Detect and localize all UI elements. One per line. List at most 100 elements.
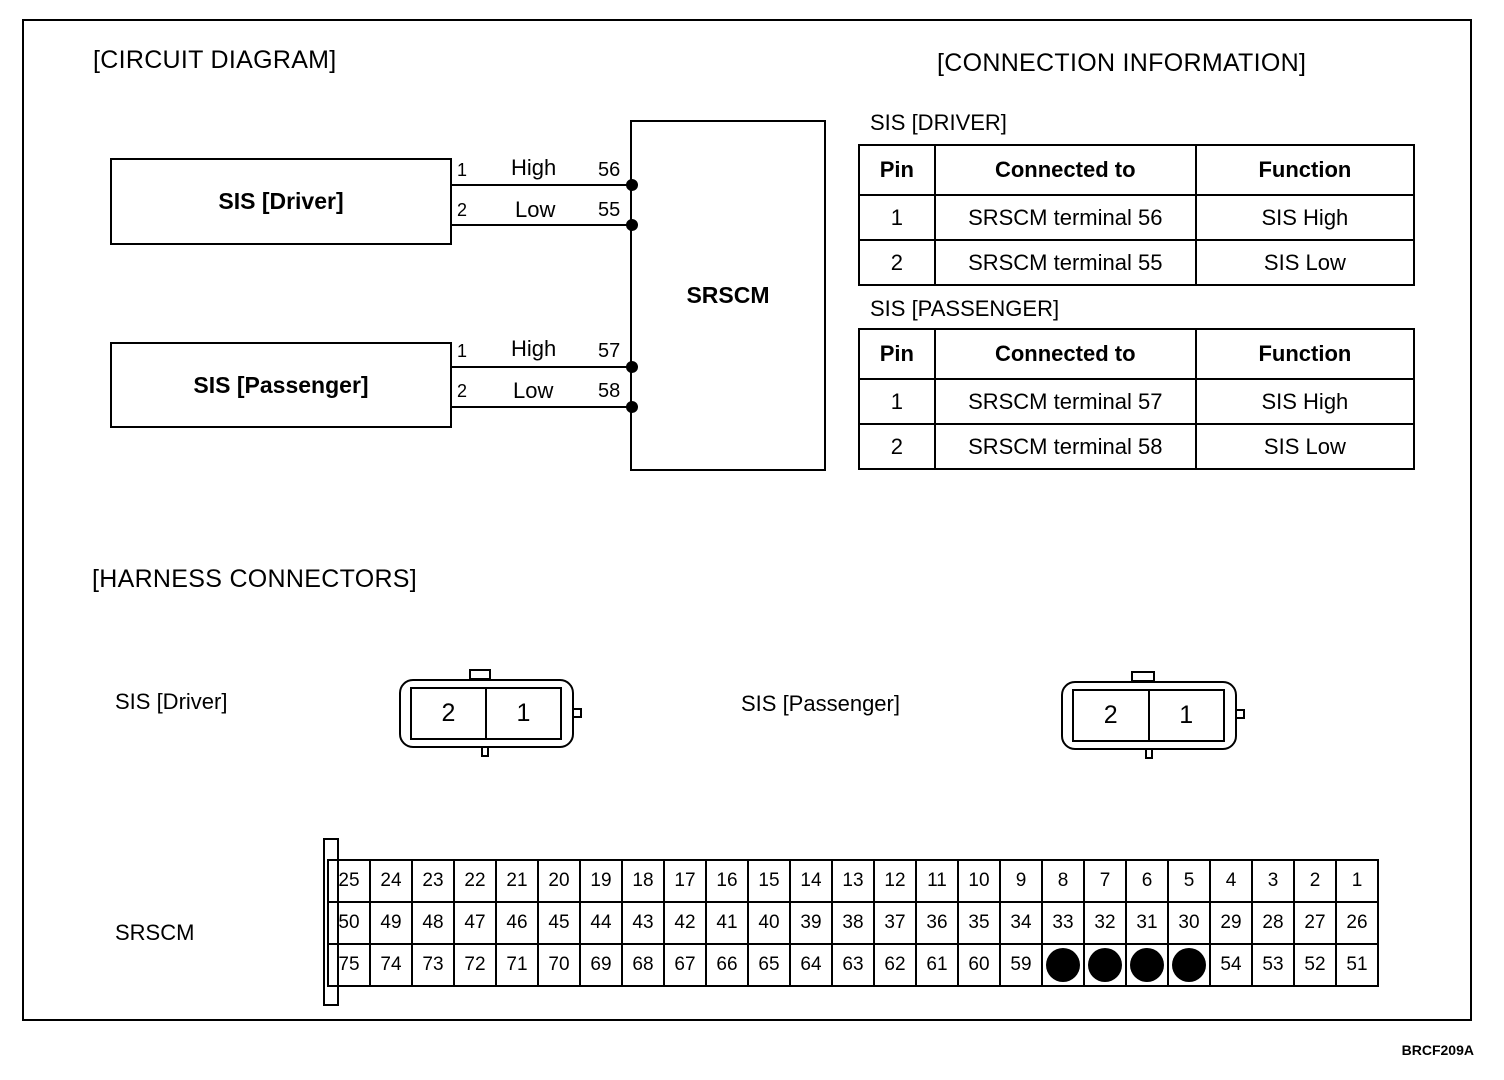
terminal-cell: 44 (579, 901, 623, 945)
plugged-terminal-dot (1088, 948, 1122, 982)
cell-pin: 1 (858, 194, 936, 241)
table-header-row: Pin Connected to Function (858, 328, 1416, 380)
sis-passenger-table: Pin Connected to Function 1 SRSCM termin… (858, 328, 1416, 470)
sis-driver-table-title: SIS [DRIVER] (870, 110, 1007, 135)
table-row: 2 SRSCM terminal 58 SIS Low (858, 423, 1416, 470)
sis-passenger-table-title: SIS [PASSENGER] (870, 296, 1060, 321)
terminal-dot (626, 179, 638, 191)
terminal-cell: 64 (789, 943, 833, 987)
terminal-dot (626, 219, 638, 231)
terminal-cell: 67 (663, 943, 707, 987)
connector-pin-2: 2 (441, 699, 456, 727)
terminal-cell: 41 (705, 901, 749, 945)
terminal-cell: 7 (1083, 859, 1127, 903)
terminal-cell: 10 (957, 859, 1001, 903)
plugged-terminal-cell (1167, 943, 1211, 987)
terminal-cell: 68 (621, 943, 665, 987)
terminal-cell: 5 (1167, 859, 1211, 903)
terminal-cell: 40 (747, 901, 791, 945)
sis-driver-connector: 2 1 (399, 679, 574, 748)
terminal-cell: 39 (789, 901, 833, 945)
terminal-cell: 22 (453, 859, 497, 903)
cell-function: SIS Low (1194, 423, 1416, 470)
terminal-cell: 69 (579, 943, 623, 987)
terminal-cell: 47 (453, 901, 497, 945)
plugged-terminal-dot (1130, 948, 1164, 982)
connector-pin-1: 1 (485, 689, 560, 738)
header-pin: Pin (858, 328, 936, 380)
terminal-cell: 3 (1251, 859, 1295, 903)
passenger-pin-1: 1 (457, 341, 468, 361)
connector-pin-2: 2 (1103, 701, 1118, 729)
plugged-terminal-dot (1172, 948, 1206, 982)
terminal-cell: 32 (1083, 901, 1127, 945)
terminal-cell: 8 (1041, 859, 1085, 903)
terminal-cell: 59 (999, 943, 1043, 987)
terminal-cell: 21 (495, 859, 539, 903)
terminal-cell: 72 (453, 943, 497, 987)
connector-pin-1: 1 (1147, 691, 1224, 740)
terminal-cell: 42 (663, 901, 707, 945)
terminal-cell: 23 (411, 859, 455, 903)
sis-driver-box: SIS [Driver] (110, 158, 452, 245)
plugged-terminal-cell (1083, 943, 1127, 987)
terminal-cell: 28 (1251, 901, 1295, 945)
terminal-cell: 6 (1125, 859, 1169, 903)
terminal-cell: 36 (915, 901, 959, 945)
terminal-cell: 19 (579, 859, 623, 903)
terminal-cell: 54 (1209, 943, 1253, 987)
terminal-cell: 73 (411, 943, 455, 987)
header-function: Function (1194, 144, 1416, 196)
terminal-cell: 51 (1335, 943, 1379, 987)
terminal-cell: 45 (537, 901, 581, 945)
terminal-cell: 34 (999, 901, 1043, 945)
harness-connectors-title: [HARNESS CONNECTORS] (92, 565, 418, 593)
terminal-cell: 12 (873, 859, 917, 903)
cell-connected-to: SRSCM terminal 58 (933, 423, 1197, 470)
terminal-cell: 35 (957, 901, 1001, 945)
sis-driver-table: Pin Connected to Function 1 SRSCM termin… (858, 144, 1416, 286)
terminal-cell: 75 (327, 943, 371, 987)
driver-pin-2: 2 (457, 200, 468, 220)
terminal-cell: 66 (705, 943, 749, 987)
terminal-cell: 60 (957, 943, 1001, 987)
terminal-cell: 48 (411, 901, 455, 945)
terminal-cell: 61 (915, 943, 959, 987)
terminal-cell: 50 (327, 901, 371, 945)
cell-connected-to: SRSCM terminal 57 (933, 378, 1197, 425)
srscm-connector-label: SRSCM (115, 920, 195, 945)
cell-connected-to: SRSCM terminal 56 (933, 194, 1197, 241)
terminal-cell: 49 (369, 901, 413, 945)
terminal-cell: 17 (663, 859, 707, 903)
terminal-cell: 4 (1209, 859, 1253, 903)
header-pin: Pin (858, 144, 936, 196)
sis-passenger-box: SIS [Passenger] (110, 342, 452, 428)
terminal-cell: 52 (1293, 943, 1337, 987)
sis-passenger-connector: 2 1 (1061, 681, 1237, 750)
terminal-cell: 33 (1041, 901, 1085, 945)
terminal-cell: 62 (873, 943, 917, 987)
terminal-cell: 11 (915, 859, 959, 903)
terminal-cell: 53 (1251, 943, 1295, 987)
cell-function: SIS High (1194, 194, 1416, 241)
terminal-cell: 20 (537, 859, 581, 903)
terminal-cell: 29 (1209, 901, 1253, 945)
terminal-cell: 1 (1335, 859, 1379, 903)
sis-passenger-connector-label: SIS [Passenger] (741, 691, 900, 716)
plugged-terminal-dot (1046, 948, 1080, 982)
terminal-cell: 30 (1167, 901, 1211, 945)
passenger-high-label: High (511, 336, 557, 361)
driver-terminal-56: 56 (598, 159, 621, 181)
passenger-terminal-58: 58 (598, 380, 621, 402)
driver-pin-1: 1 (457, 160, 468, 180)
plugged-terminal-cell (1125, 943, 1169, 987)
diagram-frame (22, 19, 1472, 1021)
terminal-cell: 74 (369, 943, 413, 987)
cell-pin: 2 (858, 423, 936, 470)
cell-pin: 2 (858, 239, 936, 286)
terminal-dot (626, 401, 638, 413)
